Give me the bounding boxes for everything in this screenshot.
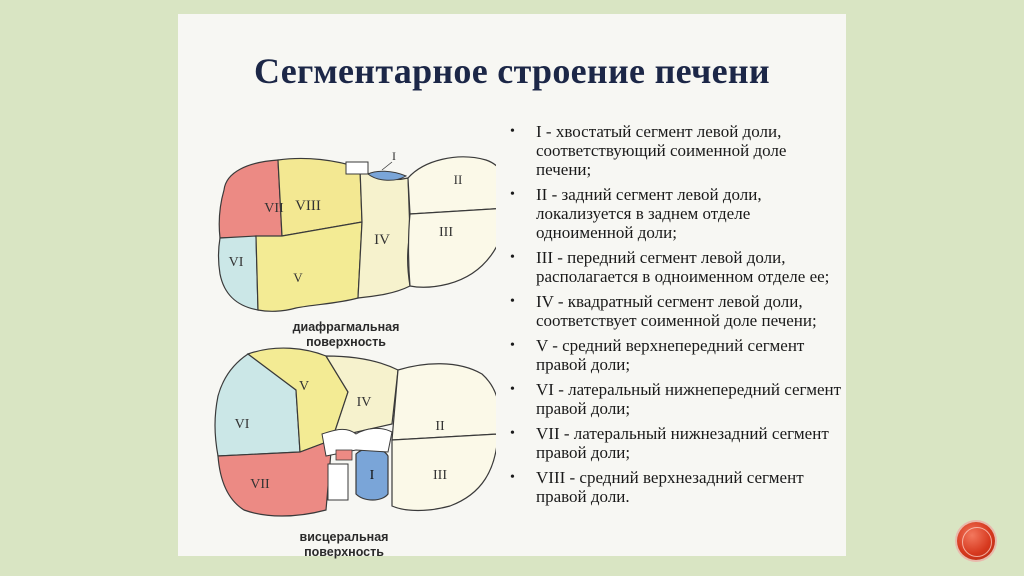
bottom-label-I-text: I — [370, 468, 375, 483]
bottom-label-VI-text: VI — [235, 417, 250, 432]
bottom-label-II-text: II — [435, 419, 445, 434]
list-item: • VIII - средний верхнезадний сегмент пра… — [508, 468, 844, 506]
list-item: • II - задний сегмент левой доли, локализ… — [508, 185, 844, 242]
visceral-caption-line1: висцеральная — [299, 530, 389, 544]
visceral-caption: висцеральная поверхность — [254, 530, 434, 560]
top-segment-I — [367, 170, 408, 181]
diaphragmatic-caption: диафрагмальная поверхность — [256, 320, 436, 350]
slide: Сегментарное строение печени — [178, 14, 846, 559]
liver-segments-figure: VII VIII VI V IV I II III — [196, 134, 510, 559]
list-item-text: II - задний сегмент левой доли, локализу… — [536, 185, 762, 242]
bullet-marker: • — [510, 187, 515, 202]
list-item: • III - передний сегмент левой доли, расп… — [508, 248, 844, 286]
bottom-label-VII-text: VII — [250, 477, 270, 492]
portal-vessel — [335, 449, 353, 461]
list-item: • IV - квадратный сегмент левой доли, соо… — [508, 292, 844, 330]
top-I-leader-line — [381, 161, 393, 171]
list-item-text: I - хвостатый сегмент левой доли, соотве… — [536, 122, 787, 179]
top-label-VII-text: VII — [264, 201, 284, 216]
diaphragmatic-caption-line2: поверхность — [306, 335, 386, 349]
bottom-label-V-text: V — [299, 379, 309, 394]
segment-descriptions-list: • I - хвостатый сегмент левой доли, соотв… — [508, 122, 844, 512]
top-label-III-text: III — [439, 225, 453, 240]
list-item: • V - средний верхнепередний сегмент прав… — [508, 336, 844, 374]
top-label-VI-text: VI — [229, 255, 244, 270]
top-label-VIII-text: VIII — [295, 198, 321, 214]
list-item: • VII - латеральный нижнезадний сегмент п… — [508, 424, 844, 462]
bottom-label-IV-text: IV — [357, 395, 372, 410]
top-label-II-text: II — [454, 172, 463, 187]
top-segment-II — [407, 156, 510, 215]
list-item-text: III - передний сегмент левой доли, распо… — [536, 248, 830, 286]
list-item-text: VIII - средний верхнезадний сегмент прав… — [536, 468, 804, 506]
bottom-label-III-text: III — [433, 468, 447, 483]
bullet-marker: • — [510, 426, 515, 441]
bullet-marker: • — [510, 338, 515, 353]
visceral-surface: VI V IV VII I II III — [214, 347, 501, 517]
vena-cava — [327, 463, 349, 501]
top-label-I-text: I — [392, 149, 396, 163]
bullet-marker: • — [510, 124, 515, 139]
bullet-marker: • — [510, 294, 515, 309]
diaphragmatic-surface: VII VIII VI V IV I II III — [217, 149, 510, 312]
slide-title: Сегментарное строение печени — [254, 51, 770, 91]
top-label-V-text: V — [293, 270, 303, 285]
bottom-segment-VII — [217, 439, 333, 517]
visceral-caption-line2: поверхность — [304, 545, 384, 559]
list-item-text: VI - латеральный нижнепередний сегмент п… — [536, 380, 842, 418]
liver-diagram-svg: VII VIII VI V IV I II III — [214, 149, 510, 517]
top-segment-VII — [218, 159, 283, 239]
list-item-text: V - средний верхнепередний сегмент право… — [536, 336, 805, 374]
bullet-marker: • — [510, 382, 515, 397]
bullet-marker: • — [510, 470, 515, 485]
top-ligament — [345, 161, 369, 175]
list-item: • VI - латеральный нижнепередний сегмент … — [508, 380, 844, 418]
slide-nav-button[interactable] — [957, 522, 995, 560]
list-item-text: VII - латеральный нижнезадний сегмент пр… — [536, 424, 829, 462]
nav-button-ring — [962, 527, 992, 557]
top-label-IV-text: IV — [374, 232, 390, 248]
bullet-marker: • — [510, 250, 515, 265]
top-segment-VI — [217, 235, 259, 311]
bottom-segment-III — [391, 433, 499, 512]
diaphragmatic-caption-line1: диафрагмальная — [292, 320, 400, 334]
top-segment-III — [407, 207, 509, 288]
list-item: • I - хвостатый сегмент левой доли, соотв… — [508, 122, 844, 179]
list-item-text: IV - квадратный сегмент левой доли, соот… — [536, 292, 817, 330]
porta-hepatis — [321, 427, 393, 457]
